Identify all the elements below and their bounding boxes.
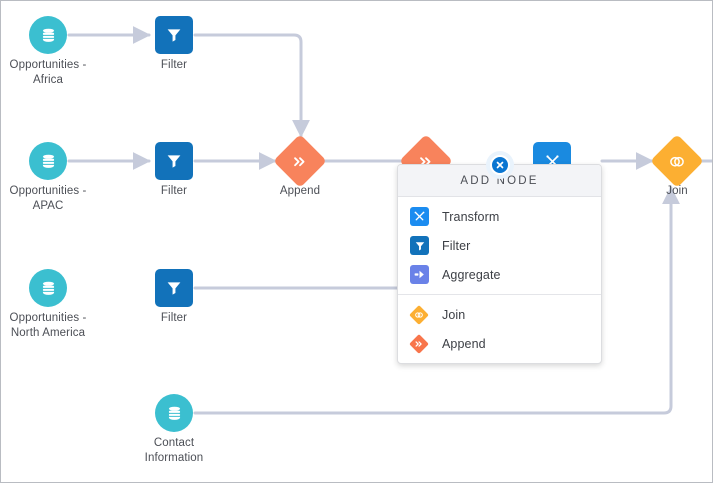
double-chevron-icon — [399, 134, 453, 188]
menu-item-transform[interactable]: Transform — [398, 202, 601, 231]
menu-item-aggregate[interactable]: Aggregate — [398, 260, 601, 289]
node-label: Append — [279, 185, 321, 197]
join-icon — [409, 304, 429, 325]
funnel-icon — [155, 269, 193, 307]
close-icon — [489, 155, 510, 175]
funnel-icon — [155, 16, 193, 54]
menu-group-primary: Transform Filter Aggregate — [398, 197, 601, 294]
venn-icon — [650, 134, 704, 188]
funnel-icon — [155, 142, 193, 180]
menu-item-label: Aggregate — [442, 267, 501, 282]
node-label: Join — [666, 185, 688, 197]
popup-title: ADD NODE — [460, 174, 539, 187]
node-label: Opportunities -North America — [9, 312, 87, 339]
menu-item-filter[interactable]: Filter — [398, 231, 601, 260]
funnel-icon — [410, 236, 429, 255]
transform-icon — [410, 207, 429, 226]
close-button[interactable] — [485, 151, 514, 179]
database-icon — [29, 269, 67, 307]
menu-item-label: Join — [442, 307, 466, 322]
node-label: Opportunities -APAC — [9, 185, 87, 212]
menu-item-label: Transform — [442, 209, 500, 224]
node-label: Filter — [160, 312, 188, 324]
database-icon — [29, 16, 67, 54]
node-label: Filter — [160, 59, 188, 71]
add-node-popup[interactable]: ADD NODE Transform — [397, 151, 602, 364]
database-icon — [155, 394, 193, 432]
double-chevron-icon — [273, 134, 327, 188]
database-icon — [29, 142, 67, 180]
menu-item-append[interactable]: Append — [398, 329, 601, 358]
menu-item-label: Filter — [442, 238, 471, 253]
node-label: Filter — [160, 185, 188, 197]
menu-item-label: Append — [442, 336, 486, 351]
menu-group-secondary: Join Append — [398, 294, 601, 363]
edge-africafilter-append — [193, 33, 310, 138]
menu-item-join[interactable]: Join — [398, 300, 601, 329]
append-icon — [409, 333, 429, 354]
node-label: Opportunities -Africa — [9, 59, 87, 86]
aggregate-icon — [410, 265, 429, 284]
